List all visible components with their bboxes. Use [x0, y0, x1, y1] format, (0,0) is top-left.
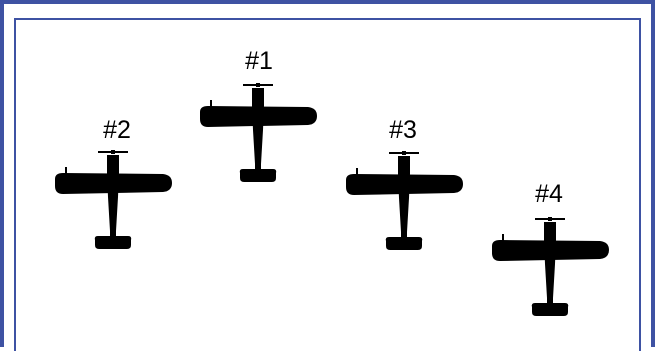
plane-label-1: #1 — [245, 47, 273, 75]
plane-label-3: #3 — [389, 116, 417, 144]
airplane-icon — [346, 151, 463, 250]
airplane-icon — [200, 83, 317, 182]
airplane-4: #4 — [492, 180, 609, 316]
plane-label-4: #4 — [535, 180, 563, 208]
diagram-inner-border — [14, 18, 641, 351]
airplane-1: #1 — [200, 47, 317, 182]
airplane-icon — [55, 150, 172, 249]
airplane-2: #2 — [55, 116, 172, 249]
airplane-3: #3 — [346, 116, 463, 250]
airplane-icon — [492, 217, 609, 316]
plane-label-2: #2 — [103, 116, 131, 144]
